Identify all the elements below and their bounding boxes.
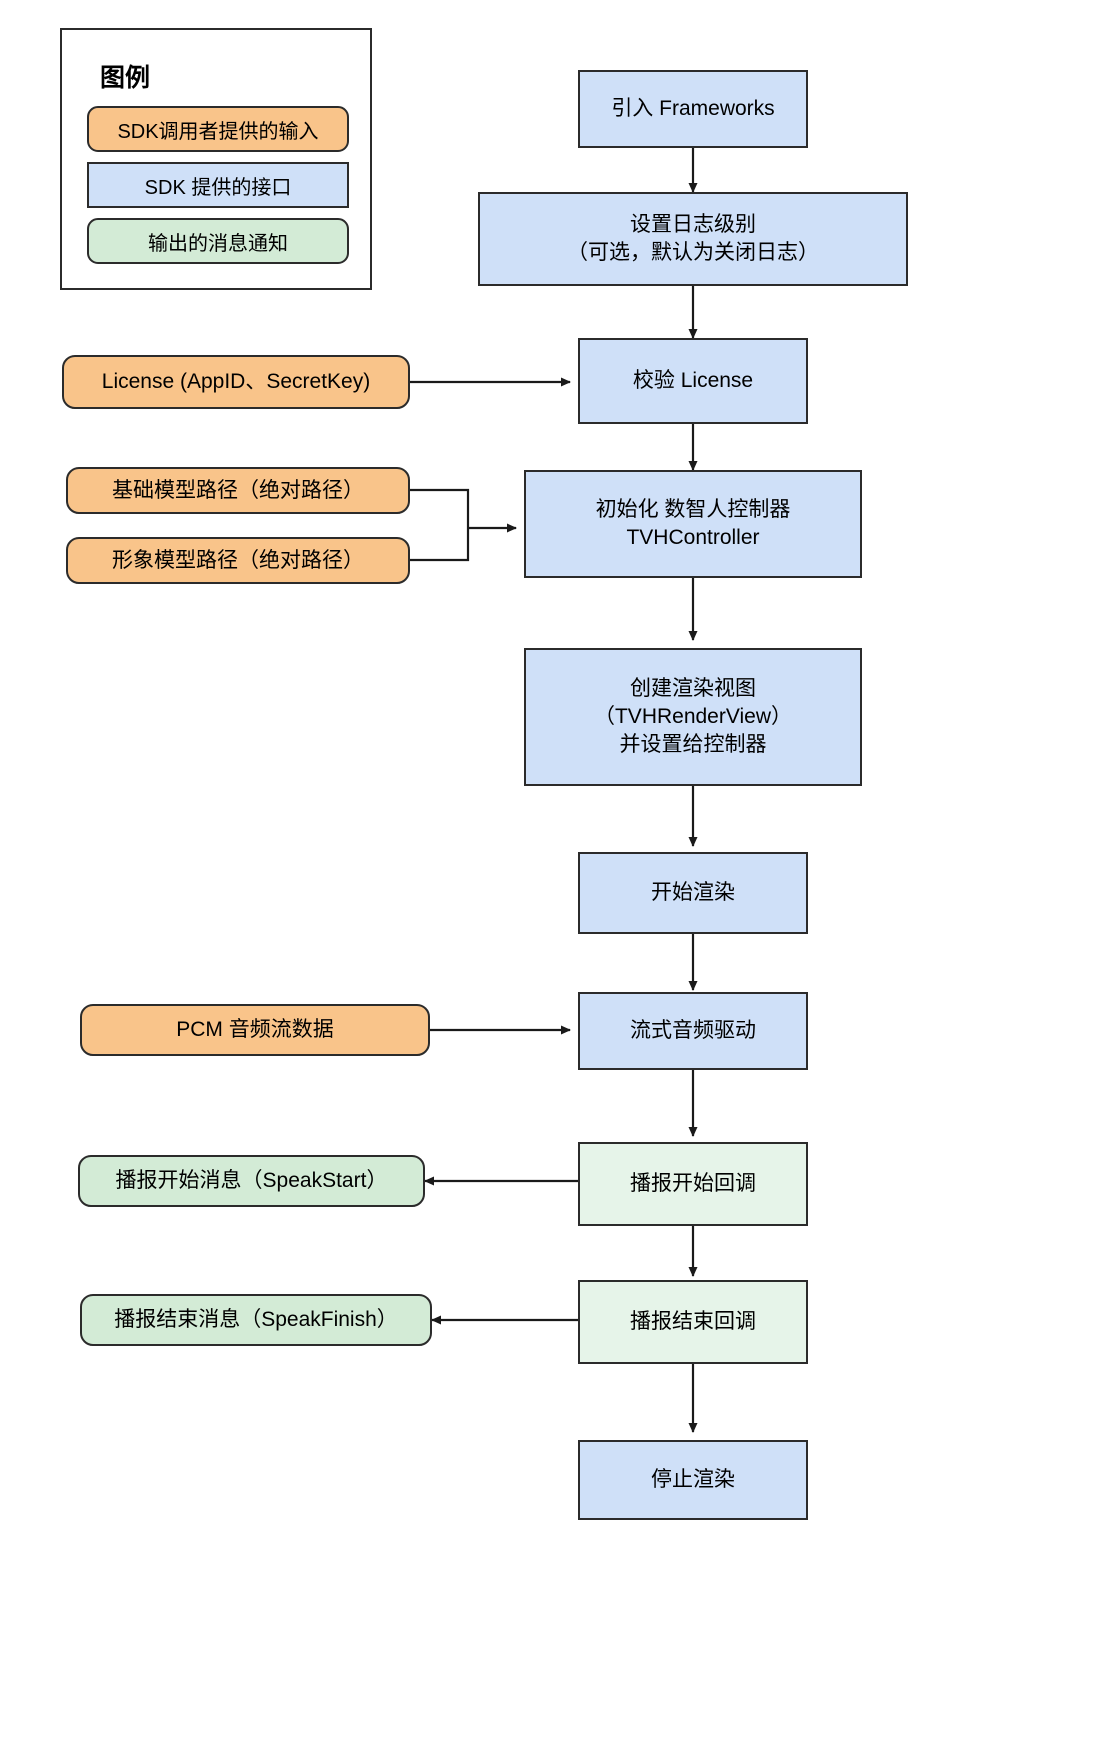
legend-item-notification: 输出的消息通知 [87, 218, 349, 264]
legend-title: 图例 [100, 64, 151, 92]
node-speak-start-callback[interactable]: 播报开始回调 [578, 1142, 808, 1226]
legend-panel: 图例 SDK调用者提供的输入 SDK 提供的接口 输出的消息通知 [60, 28, 372, 290]
node-label: 播报结束消息（SpeakFinish） [114, 1308, 398, 1332]
node-create-render-view[interactable]: 创建渲染视图 （TVHRenderView） 并设置给控制器 [524, 648, 862, 786]
node-label: 设置日志级别 （可选，默认为关闭日志） [567, 213, 819, 264]
node-pcm-audio-stream[interactable]: PCM 音频流数据 [80, 1004, 430, 1056]
node-introduce-frameworks[interactable]: 引入 Frameworks [578, 70, 808, 148]
legend-item-label: SDK调用者提供的输入 [117, 120, 319, 143]
node-base-model-path[interactable]: 基础模型路径（绝对路径） [66, 467, 410, 514]
node-stream-audio-driver[interactable]: 流式音频驱动 [578, 992, 808, 1070]
node-stop-render[interactable]: 停止渲染 [578, 1440, 808, 1520]
legend-item-label: SDK 提供的接口 [144, 176, 292, 199]
node-label: 创建渲染视图 （TVHRenderView） 并设置给控制器 [593, 677, 792, 756]
node-label: 初始化 数智人控制器 TVHController [595, 498, 791, 549]
node-label: 开始渲染 [651, 881, 735, 905]
node-label: 播报结束回调 [630, 1310, 756, 1334]
node-speak-finish-message[interactable]: 播报结束消息（SpeakFinish） [80, 1294, 432, 1346]
node-label: PCM 音频流数据 [176, 1018, 334, 1042]
node-label: 校验 License [632, 369, 754, 393]
legend-item-input: SDK调用者提供的输入 [87, 106, 349, 152]
node-label: 引入 Frameworks [611, 97, 775, 121]
node-speak-finish-callback[interactable]: 播报结束回调 [578, 1280, 808, 1364]
node-label: License (AppID、SecretKey) [101, 370, 371, 394]
node-label: 形象模型路径（绝对路径） [112, 548, 364, 572]
node-verify-license[interactable]: 校验 License [578, 338, 808, 424]
node-label: 流式音频驱动 [630, 1019, 756, 1043]
node-label: 停止渲染 [651, 1468, 735, 1492]
legend-item-label: 输出的消息通知 [148, 232, 288, 255]
node-license-input[interactable]: License (AppID、SecretKey) [62, 355, 410, 409]
node-init-tvhcontroller[interactable]: 初始化 数智人控制器 TVHController [524, 470, 862, 578]
node-avatar-model-path[interactable]: 形象模型路径（绝对路径） [66, 537, 410, 584]
node-speak-start-message[interactable]: 播报开始消息（SpeakStart） [78, 1155, 425, 1207]
node-set-log-level[interactable]: 设置日志级别 （可选，默认为关闭日志） [478, 192, 908, 286]
node-label: 播报开始消息（SpeakStart） [115, 1169, 388, 1193]
legend-item-interface: SDK 提供的接口 [87, 162, 349, 208]
node-label: 基础模型路径（绝对路径） [112, 478, 364, 502]
node-label: 播报开始回调 [630, 1172, 756, 1196]
node-start-render[interactable]: 开始渲染 [578, 852, 808, 934]
